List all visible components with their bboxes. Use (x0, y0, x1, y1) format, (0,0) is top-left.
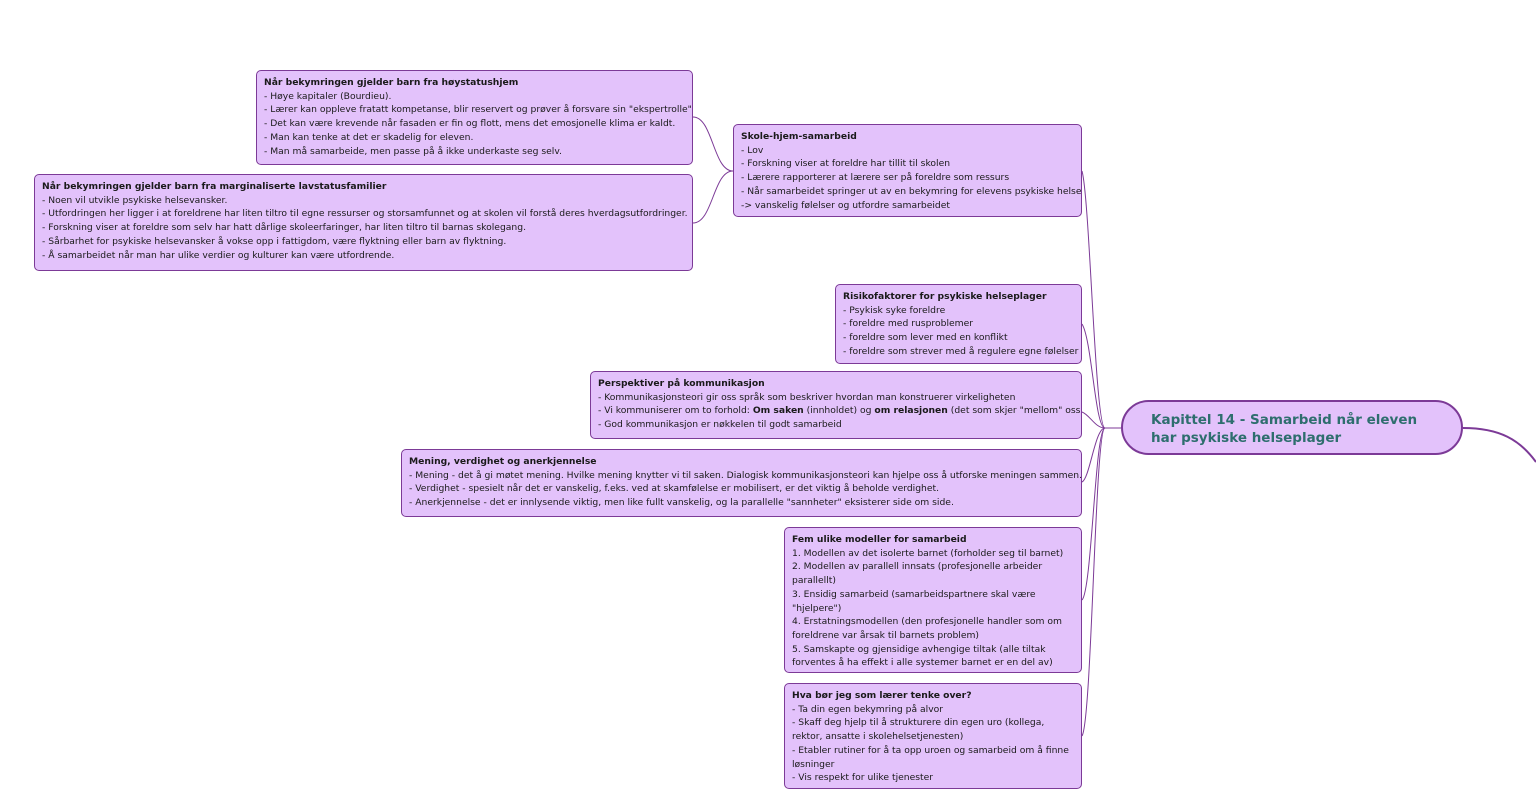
connector-laerer (1081, 427, 1106, 737)
node-line: - Man kan tenke at det er skadelig for e… (264, 131, 474, 143)
node-line: - Mening - det å gi møtet mening. Hvilke… (409, 469, 1082, 481)
node-line: - Sårbarhet for psykiske helsevansker å … (42, 235, 507, 247)
text-run: - Vi kommuniserer om to forhold: (598, 405, 753, 417)
bold-run: om relasjonen (874, 405, 948, 417)
node-title: Fem ulike modeller for samarbeid (792, 534, 967, 545)
connector-risiko (1081, 323, 1106, 429)
node-risikofaktorer[interactable]: Risikofaktorer for psykiske helseplager … (835, 284, 1082, 364)
connector-modeller (1081, 427, 1106, 601)
node-perspektiver-kommunikasjon[interactable]: Perspektiver på kommunikasjon - Kommunik… (590, 371, 1082, 439)
root-title: Kapittel 14 - Samarbeid når eleven har p… (1151, 412, 1418, 446)
node-title: Hva bør jeg som lærer tenke over? (792, 690, 972, 701)
node-fem-modeller[interactable]: Fem ulike modeller for samarbeid 1. Mode… (784, 527, 1082, 673)
node-hoystatus[interactable]: Når bekymringen gjelder barn fra høystat… (256, 70, 693, 165)
node-line: 5. Samskapte og gjensidige avhengige til… (792, 643, 1053, 669)
node-line: - Lærer kan oppleve fratatt kompetanse, … (264, 104, 693, 116)
node-line: -> vanskelig følelser og utfordre samarb… (741, 199, 951, 211)
connector-hoystatus (692, 116, 734, 172)
node-line: - Verdighet - spesielt når det er vanske… (409, 483, 940, 495)
connector-skolehjem (1081, 170, 1106, 429)
node-line: - Lærere rapporterer at lærere ser på fo… (741, 172, 1010, 184)
node-line: - Når samarbeidet springer ut av en beky… (741, 185, 1082, 197)
node-line: - Utfordringen her ligger i at foreldren… (42, 208, 688, 220)
node-line-rich: - Vi kommuniserer om to forhold: Om sake… (598, 404, 1081, 418)
node-laerer-tenke-over[interactable]: Hva bør jeg som lærer tenke over? - Ta d… (784, 683, 1082, 789)
node-line: - foreldre som strever med å regulere eg… (843, 345, 1079, 357)
node-mening-verdighet[interactable]: Mening, verdighet og anerkjennelse - Men… (401, 449, 1082, 517)
node-skole-hjem-samarbeid[interactable]: Skole-hjem-samarbeid - Lov - Forskning v… (733, 124, 1082, 217)
root-topic[interactable]: Kapittel 14 - Samarbeid når eleven har p… (1121, 400, 1463, 455)
node-title: Perspektiver på kommunikasjon (598, 378, 765, 389)
text-run: (det som skjer "mellom" oss) (947, 405, 1082, 417)
connector-root-right (1462, 427, 1536, 463)
node-line: - Forskning viser at foreldre har tillit… (741, 158, 951, 170)
connector-lavstatus (692, 170, 734, 224)
node-title: Skole-hjem-samarbeid (741, 131, 857, 142)
node-title: Når bekymringen gjelder barn fra høystat… (264, 77, 519, 88)
node-line: 3. Ensidig samarbeid (samarbeidspartnere… (792, 588, 1036, 614)
node-line: - Det kan være krevende når fasaden er f… (264, 118, 676, 130)
node-title: Risikofaktorer for psykiske helseplager (843, 291, 1047, 302)
node-line: - Psykisk syke foreldre (843, 304, 946, 316)
node-line: - Høye kapitaler (Bourdieu). (264, 90, 392, 102)
connector-mening (1081, 427, 1106, 483)
node-line: - foreldre med rusproblemer (843, 318, 974, 330)
node-lavstatus[interactable]: Når bekymringen gjelder barn fra margina… (34, 174, 693, 271)
node-line: 4. Erstatningsmodellen (den profesjonell… (792, 616, 1062, 641)
node-line: - God kommunikasjon er nøkkelen til godt… (598, 419, 842, 431)
node-line: - Skaff deg hjelp til å strukturere din … (792, 717, 1045, 743)
node-line: - Å samarbeidet når man har ulike verdie… (42, 249, 395, 261)
node-line: - Lov (741, 144, 764, 156)
node-line: - Anerkjennelse - det er innlysende vikt… (409, 497, 954, 509)
node-line: - Vis respekt for ulike tjenester (792, 772, 934, 784)
node-line: - Noen vil utvikle psykiske helsevansker… (42, 194, 228, 206)
node-line: - Man må samarbeide, men passe på å ikke… (264, 145, 562, 157)
node-line: 2. Modellen av parallell innsats (profes… (792, 561, 1043, 587)
node-line: - foreldre som lever med en konflikt (843, 332, 1008, 344)
node-line: - Etabler rutiner for å ta opp uroen og … (792, 744, 1069, 770)
node-line: - Ta din egen bekymring på alvor (792, 703, 944, 715)
node-line: - Forskning viser at foreldre som selv h… (42, 222, 526, 234)
node-title: Når bekymringen gjelder barn fra margina… (42, 181, 387, 192)
bold-run: Om saken (752, 405, 804, 417)
node-line: 1. Modellen av det isolerte barnet (forh… (792, 547, 1064, 559)
text-run: (innholdet) og (803, 405, 875, 417)
connector-kommunikasjon (1081, 411, 1106, 429)
node-title: Mening, verdighet og anerkjennelse (409, 456, 597, 467)
node-line: - Kommunikasjonsteori gir oss språk som … (598, 391, 1016, 403)
